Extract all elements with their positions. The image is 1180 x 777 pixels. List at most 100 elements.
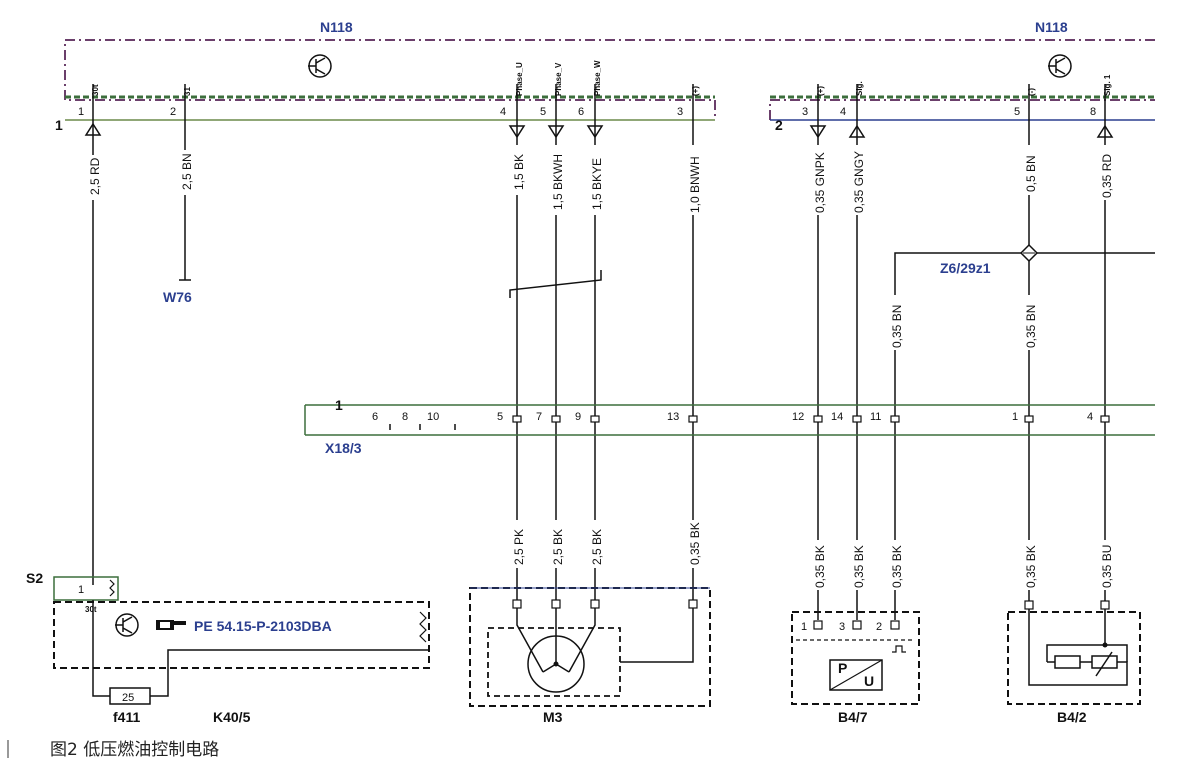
pin-number: 4: [500, 106, 506, 118]
x18-label: X18/3: [325, 440, 362, 456]
n118-pins-right: 3 4 5 8 (+) Sig. (-) Sig. 1: [802, 74, 1112, 118]
pin-name: (+): [816, 86, 825, 96]
pin-number: 2: [170, 106, 176, 118]
pin-number: 1: [78, 584, 84, 596]
sensor-b4-7: 1 3 2 P U B4/7: [791, 611, 920, 725]
motor-m3: M3: [469, 587, 711, 725]
fuse-label: f411: [113, 709, 140, 725]
pointing-hand-icon: [156, 620, 186, 630]
wire-label: 0,35 BK: [813, 545, 827, 588]
splice-label: Z6/29z1: [940, 260, 991, 276]
wire-label: 2,5 BN: [180, 153, 194, 190]
pin-number: 11: [870, 411, 881, 423]
pin-number: 9: [575, 411, 581, 423]
pin-number: 10: [427, 411, 439, 423]
n118-connector-2-id: 2: [775, 117, 783, 133]
wire-label: 2,5 BK: [551, 529, 565, 565]
lower-wire-labels: 2,5 PK 2,5 BK 2,5 BK 0,35 BK 0,35 BK 0,3…: [512, 522, 1114, 588]
fuse-value: 25: [122, 692, 134, 704]
n118-label-right: N118: [1035, 19, 1068, 35]
pin-terminals: [92, 84, 1106, 100]
pin-name: 30t: [91, 84, 100, 96]
signal-pulse-icon: [892, 645, 906, 653]
pin-name: (+): [691, 86, 700, 96]
pin-number: 1: [1012, 411, 1018, 423]
sensor-b4-2: B4/2: [1007, 600, 1141, 725]
wire-label: 2,5 PK: [512, 529, 526, 565]
pin-number: 4: [1087, 411, 1093, 423]
pin-contacts: [512, 415, 1110, 423]
wire-label: 2,5 BK: [590, 529, 604, 565]
direction-arrows: [84, 122, 1114, 139]
pin-number: 4: [840, 106, 846, 118]
wire-label: 1,0 BNWH: [688, 156, 702, 213]
splice-icon: [1019, 243, 1039, 263]
pin-number: 8: [402, 411, 408, 423]
pin-number: 12: [792, 411, 804, 423]
figure-caption: 图2 低压燃油控制电路: [50, 740, 219, 760]
wire-label: 2,5 RD: [88, 157, 102, 195]
pin-name: Sig. 1: [1103, 74, 1112, 96]
sensor-b4-2-label: B4/2: [1057, 709, 1087, 725]
pin-number: 3: [677, 106, 683, 118]
n118-module: N118 N118 1 2: [55, 19, 1155, 133]
pin-name: Phase_V: [554, 62, 563, 96]
n118-pins-left: 1 2 4 5 6 3 30t 31 Phase_U Phase_V Phase…: [78, 60, 700, 118]
pin-number: 5: [1014, 106, 1020, 118]
upper-wire-labels: 2,5 RD 2,5 BN 1,5 BK 1,5 BKWH 1,5 BKYE 1…: [88, 151, 1114, 348]
pin-number: 1: [801, 621, 807, 633]
wire-label: 0,35 BU: [1100, 545, 1114, 588]
fuse-icon: [109, 687, 151, 705]
transistor-icon: [115, 613, 139, 637]
pin-number: 7: [536, 411, 542, 423]
x18-connector-id: 1: [335, 397, 343, 413]
wires: [92, 100, 1155, 620]
wire-label: 1,5 BKWH: [551, 154, 565, 210]
reference-text: PE 54.15-P-2103DBA: [194, 618, 332, 634]
pin-name: 31: [183, 87, 192, 96]
wire-label: 0,35 BN: [1024, 305, 1038, 348]
pin-name: (-): [1027, 88, 1036, 96]
pin-number: 5: [497, 411, 503, 423]
switch-s2-label: S2: [26, 570, 43, 586]
pin-number: 2: [876, 621, 882, 633]
transistor-icon: [1048, 54, 1072, 78]
wire-label: 0,5 BN: [1024, 155, 1038, 192]
wire-label: 0,35 BK: [688, 522, 702, 565]
pin-name: Phase_U: [515, 62, 524, 96]
resistor-icon: [1054, 655, 1081, 669]
n118-label-left: N118: [320, 19, 353, 35]
pin-number: 6: [372, 411, 378, 423]
pin-name: Sig.: [855, 81, 864, 96]
switch-icon: [109, 579, 115, 597]
wire-label: 0,35 BK: [1024, 545, 1038, 588]
pressure-symbol: P: [838, 660, 847, 676]
transistor-icon: [308, 54, 332, 78]
wire-label: 1,5 BK: [512, 154, 526, 190]
pin-number: 14: [831, 411, 843, 423]
motor-label: M3: [543, 709, 563, 725]
pressure-transducer-icon: [829, 659, 883, 691]
connector-x18-3: 1 X18/3 6 8 10 5 7 9 13 12 14 11 1 4: [304, 397, 1155, 456]
pin-number: 8: [1090, 106, 1096, 118]
wire-label: 0,35 GNPK: [813, 152, 827, 213]
pin-number: 5: [540, 106, 546, 118]
terminal-label: 30t: [85, 605, 97, 614]
pin-number: 3: [839, 621, 845, 633]
wire-label: 0,35 BK: [890, 545, 904, 588]
ground-w76-label: W76: [163, 289, 192, 305]
pin-number: 6: [578, 106, 584, 118]
voltage-symbol: U: [864, 673, 874, 689]
wire-label: 0,35 BN: [890, 305, 904, 348]
wire-label: 0,35 RD: [1100, 154, 1114, 198]
n118-connector-1-id: 1: [55, 117, 63, 133]
sensor-b4-7-label: B4/7: [838, 709, 868, 725]
pin-name: Phase_W: [593, 60, 602, 96]
pin-number: 3: [802, 106, 808, 118]
relay-label: K40/5: [213, 709, 251, 725]
wire-label: 0,35 BK: [852, 545, 866, 588]
wire-label: 1,5 BKYE: [590, 158, 604, 210]
relay-module-k40-5: S2 1 30t PE 54.15-P-2103DBA 25 f411 K40/…: [26, 570, 430, 725]
wire-label: 0,35 GNGY: [852, 151, 866, 213]
